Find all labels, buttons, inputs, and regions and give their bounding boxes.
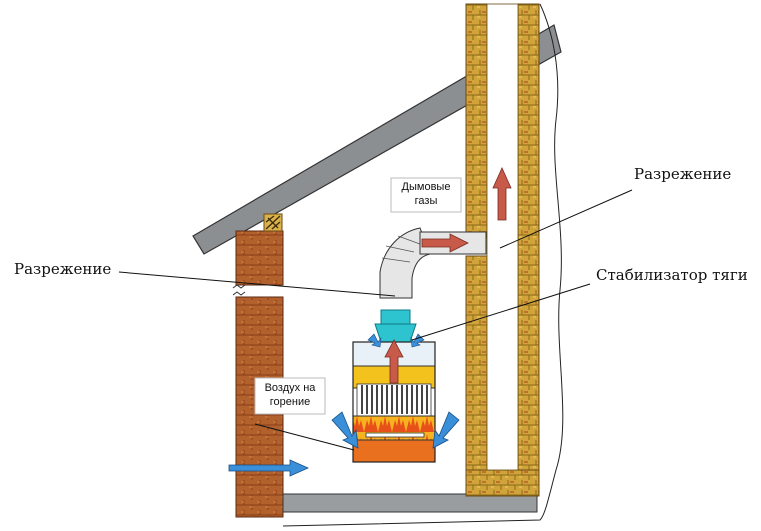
section-cut-line bbox=[282, 3, 564, 527]
flue-gas-arrow-duct bbox=[421, 233, 469, 253]
chimney-bottom bbox=[465, 469, 540, 497]
air-arrow-right-burner bbox=[432, 411, 460, 449]
combustion-air-label-box: Воздух на горение bbox=[254, 377, 326, 415]
leader-line-vacuum-left bbox=[118, 271, 396, 297]
draft-stabilizer-label: Стабилизатор тяги bbox=[596, 266, 748, 284]
leader-line-stabilizer bbox=[411, 283, 591, 341]
combustion-air-label-line2: горение bbox=[270, 396, 310, 408]
air-arrow-inlet bbox=[228, 459, 309, 477]
vacuum-label-right: Разрежение bbox=[634, 165, 731, 183]
burner-bar bbox=[365, 432, 425, 438]
chimney-right-wall bbox=[517, 3, 540, 497]
flue-gases-label-line2: газы bbox=[415, 195, 438, 207]
vent-grille-icon bbox=[263, 213, 283, 232]
flue-gases-label-box: Дымовые газы bbox=[390, 177, 462, 213]
flue-gas-arrow-chimney bbox=[492, 167, 512, 221]
air-arrow-stabilizer-left bbox=[367, 333, 382, 348]
wall-break-mark bbox=[232, 284, 246, 289]
boiler-base bbox=[352, 439, 436, 463]
air-arrow-left-burner bbox=[331, 411, 359, 449]
chimney-left-wall bbox=[465, 3, 488, 239]
flue-gas-arrow-boiler bbox=[384, 339, 404, 384]
chimney-left-wall-lower bbox=[465, 255, 488, 497]
chimney-inner-shaft bbox=[486, 3, 519, 471]
leader-line-air bbox=[254, 423, 355, 451]
outer-wall-upper bbox=[235, 230, 284, 286]
flue-gases-label-line1: Дымовые bbox=[402, 181, 451, 193]
heat-exchanger-fins bbox=[356, 383, 432, 417]
leader-line-vacuum-right bbox=[499, 189, 633, 249]
vacuum-label-left: Разрежение bbox=[14, 260, 111, 278]
wall-break-mark bbox=[232, 291, 246, 296]
draft-stabilizer bbox=[374, 309, 417, 343]
floor-slab bbox=[282, 493, 538, 513]
combustion-air-label-line1: Воздух на bbox=[265, 382, 317, 394]
